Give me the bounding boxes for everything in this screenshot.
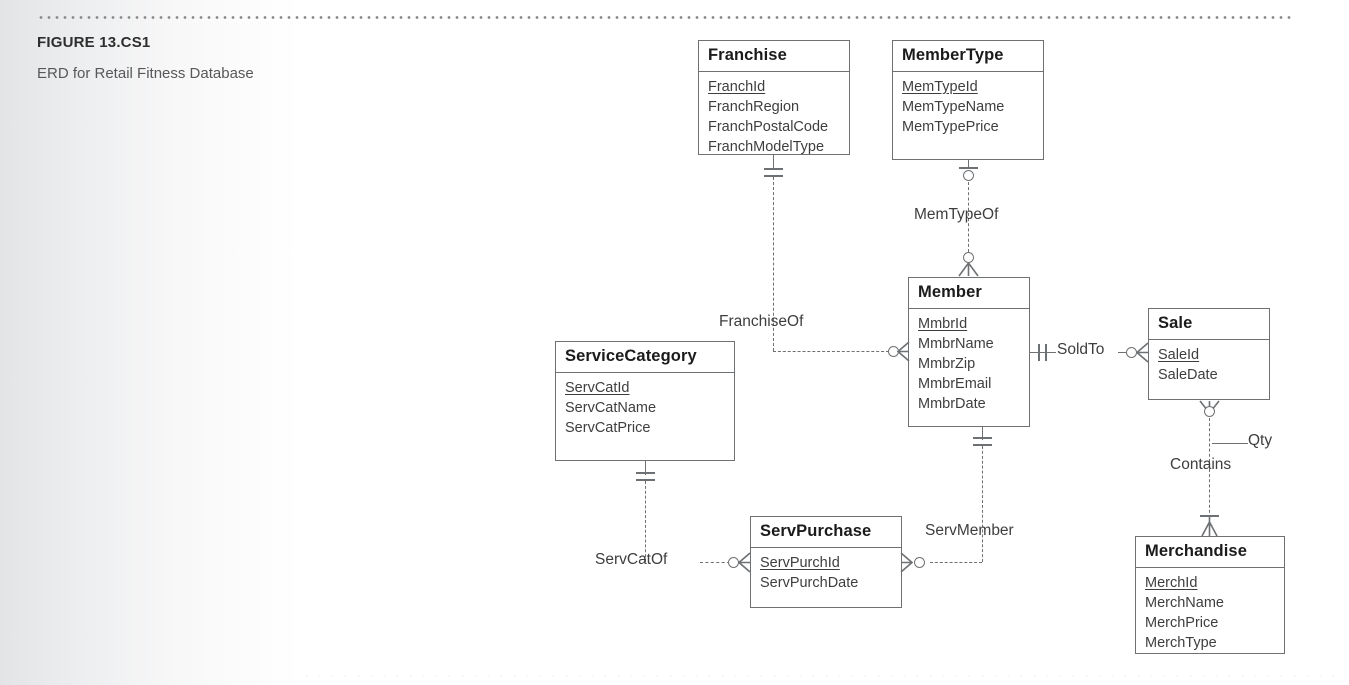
bottom-dotted-rule [300, 672, 1340, 680]
attribute-servcatprice: ServCatPrice [565, 420, 651, 436]
servmember-vertical-line [982, 446, 983, 562]
attribute-merchid: MerchId [1145, 575, 1198, 591]
franchiseof-mandatory-tick-1 [764, 168, 783, 170]
attribute-servpurchdate: ServPurchDate [760, 575, 859, 591]
relationship-label-contains: Contains [1170, 456, 1232, 473]
entity-servicecategory-attributes: ServCatId ServCatName ServCatPrice [556, 373, 734, 445]
figure-number: FIGURE 13.CS1 [37, 34, 151, 51]
servmember-horizontal-line [930, 562, 982, 563]
entity-franchise[interactable]: Franchise FranchId FranchRegion FranchPo… [698, 40, 850, 155]
attribute-franchmodeltype: FranchModelType [708, 139, 825, 155]
contains-vertical-line [1209, 418, 1210, 518]
attribute-mmbrzip: MmbrZip [918, 356, 976, 372]
relationship-label-memtypeof: MemTypeOf [914, 206, 999, 223]
relationship-label-soldto: SoldTo [1057, 341, 1105, 358]
servmember-mandatory-tick-1 [973, 437, 992, 439]
servmember-optional-circle [914, 557, 925, 568]
attribute-franchid: FranchId [708, 79, 766, 95]
servcatof-mandatory-tick-1 [636, 472, 655, 474]
attribute-memtypeid: MemTypeId [902, 79, 978, 95]
contains-optional-circle [1204, 406, 1215, 417]
servcatof-crowsfoot-icon [738, 552, 751, 573]
entity-franchise-attributes: FranchId FranchRegion FranchPostalCode F… [699, 72, 849, 164]
entity-membertype-attributes: MemTypeId MemTypeName MemTypePrice [893, 72, 1043, 144]
attribute-merchtype: MerchType [1145, 635, 1217, 651]
contains-mandatory-tick [1200, 515, 1219, 517]
memtypeof-crowsfoot-icon [958, 262, 979, 277]
entity-servpurchase-attributes: ServPurchId ServPurchDate [751, 548, 901, 600]
entity-servicecategory-title: ServiceCategory [556, 342, 734, 373]
servmember-mandatory-tick-2 [973, 444, 992, 446]
attribute-mmbremail: MmbrEmail [918, 376, 992, 392]
franchiseof-crowsfoot-icon [897, 341, 910, 362]
entity-merchandise-title: Merchandise [1136, 537, 1284, 568]
attribute-mmbrid: MmbrId [918, 316, 968, 332]
entity-member-title: Member [909, 278, 1029, 309]
attribute-saleid: SaleId [1158, 347, 1200, 363]
memtypeof-one-tick [959, 167, 978, 169]
soldto-crowsfoot-icon [1136, 342, 1149, 363]
servcatof-vertical-line [645, 481, 646, 562]
relationship-label-franchiseof: FranchiseOf [719, 313, 804, 330]
attribute-mmbrdate: MmbrDate [918, 396, 986, 412]
entity-membertype[interactable]: MemberType MemTypeId MemTypeName MemType… [892, 40, 1044, 160]
soldto-line-left [1030, 352, 1056, 353]
entity-member[interactable]: Member MmbrId MmbrName MmbrZip MmbrEmail… [908, 277, 1030, 427]
contains-attribute-connector [1212, 443, 1248, 444]
soldto-mandatory-tick-1 [1038, 344, 1040, 361]
attribute-servcatid: ServCatId [565, 380, 630, 396]
attribute-saledate: SaleDate [1158, 367, 1218, 383]
attribute-franchpostalcode: FranchPostalCode [708, 119, 829, 135]
franchiseof-stub-line [773, 155, 774, 169]
attribute-servpurchid: ServPurchId [760, 555, 840, 571]
entity-merchandise[interactable]: Merchandise MerchId MerchName MerchPrice… [1135, 536, 1285, 654]
servcatof-mandatory-tick-2 [636, 479, 655, 481]
entity-membertype-title: MemberType [893, 41, 1043, 72]
entity-merchandise-attributes: MerchId MerchName MerchPrice MerchType [1136, 568, 1284, 660]
entity-servpurchase-title: ServPurchase [751, 517, 901, 548]
servmember-stub-top [982, 427, 983, 440]
attribute-memtypename: MemTypeName [902, 99, 1005, 115]
relationship-label-servcatof: ServCatOf [595, 551, 668, 568]
attribute-memtypeprice: MemTypePrice [902, 119, 999, 135]
entity-franchise-title: Franchise [699, 41, 849, 72]
entity-sale-title: Sale [1149, 309, 1269, 340]
servcatof-horizontal-line [700, 562, 730, 563]
attribute-merchprice: MerchPrice [1145, 615, 1219, 631]
relationship-attribute-qty: Qty [1248, 432, 1273, 449]
soldto-line-right [1118, 352, 1128, 353]
entity-servicecategory[interactable]: ServiceCategory ServCatId ServCatName Se… [555, 341, 735, 461]
attribute-merchname: MerchName [1145, 595, 1224, 611]
franchiseof-horizontal-line [773, 351, 889, 352]
relationship-label-servmember: ServMember [925, 522, 1014, 539]
franchiseof-vertical-line [773, 177, 774, 351]
memtypeof-stub-top [968, 160, 969, 169]
entity-sale[interactable]: Sale SaleId SaleDate [1148, 308, 1270, 400]
memtypeof-vertical-line [968, 182, 969, 252]
entity-sale-attributes: SaleId SaleDate [1149, 340, 1269, 392]
memtypeof-optional-circle-top [963, 170, 974, 181]
soldto-mandatory-tick-2 [1045, 344, 1047, 361]
entity-member-attributes: MmbrId MmbrName MmbrZip MmbrEmail MmbrDa… [909, 309, 1029, 421]
attribute-mmbrname: MmbrName [918, 336, 994, 352]
attribute-franchregion: FranchRegion [708, 99, 800, 115]
entity-servpurchase[interactable]: ServPurchase ServPurchId ServPurchDate [750, 516, 902, 608]
contains-one-icon [1201, 517, 1218, 537]
top-dotted-rule [37, 16, 1295, 19]
franchiseof-mandatory-tick-2 [764, 175, 783, 177]
servmember-crowsfoot-icon [900, 552, 913, 573]
servcatof-stub-top [645, 461, 646, 475]
figure-caption: ERD for Retail Fitness Database [37, 65, 254, 82]
attribute-servcatname: ServCatName [565, 400, 657, 416]
